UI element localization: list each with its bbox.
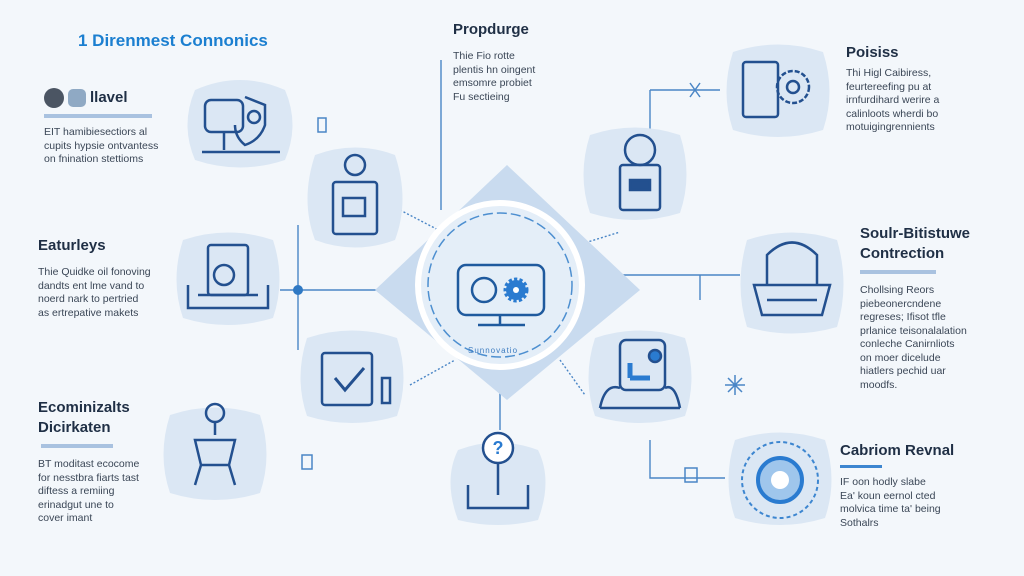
section-body: Thie Quidke oil fonoving dandts ent lme … bbox=[38, 266, 151, 319]
section-heading: Soulr-Bitistuwe Contrection bbox=[860, 225, 971, 262]
map-icon bbox=[68, 89, 86, 107]
center-ring-inner bbox=[427, 212, 573, 358]
section-center: Propdurge Thie Fio rotte plentis hn oing… bbox=[453, 20, 593, 104]
heading-underline bbox=[840, 465, 882, 468]
section-eaturleys: Eaturleys Thie Quidke oil fonoving dandt… bbox=[38, 236, 198, 320]
checklist-icon bbox=[300, 330, 404, 423]
section-heading: Cabriom Revnal bbox=[840, 442, 955, 459]
section-body: EIT hamibiesectiors al cupits hypsie ont… bbox=[44, 126, 159, 165]
section-poisiss: Poisiss Thi Higl Caibiress, feurtereefin… bbox=[846, 43, 1016, 135]
section-body: Thie Fio rotte plentis hn oingent emsomr… bbox=[453, 50, 536, 103]
finance-document-icon bbox=[176, 232, 280, 325]
section-heading: Eaturleys bbox=[38, 237, 106, 254]
section-llavel: llavel EIT hamibiesectiors al cupits hyp… bbox=[44, 88, 158, 167]
section-body: Thi Higl Caibiress, feurtereefing pu at … bbox=[846, 67, 940, 133]
heading-underline bbox=[41, 444, 113, 448]
section-heading: Ecominizalts Dicirkaten bbox=[38, 399, 130, 436]
junction-dot bbox=[293, 285, 303, 295]
section-body: Chollsing Reors piebeonercndene regreses… bbox=[860, 284, 967, 391]
monitor-gear-icon bbox=[456, 263, 546, 327]
global-network-icon bbox=[728, 432, 832, 525]
page-title: 1 Direnmest Connonics bbox=[78, 31, 268, 50]
heading-underline bbox=[44, 114, 152, 118]
snowflake-marker-icon bbox=[725, 375, 745, 395]
section-heading: Propdurge bbox=[453, 21, 529, 38]
ring-label: Sunnovatio bbox=[468, 346, 519, 355]
small-markers bbox=[301, 82, 701, 483]
section-heading: Poisiss bbox=[846, 44, 899, 61]
question-icon: ? bbox=[450, 431, 546, 525]
section-connection: Soulr-Bitistuwe Contrection Chollsing Re… bbox=[860, 224, 1020, 392]
center-ring bbox=[415, 200, 585, 370]
svg-text:?: ? bbox=[493, 438, 504, 458]
lamp-icon bbox=[163, 402, 267, 500]
heading-underline bbox=[860, 270, 936, 274]
monitor-shield-icon bbox=[187, 80, 293, 168]
connector-line bbox=[577, 231, 621, 246]
section-cabriom: Cabriom Revnal IF oon hodly slabe Ea' ko… bbox=[840, 441, 1020, 530]
section-body: BT moditast ecocome for nesstbra fiarts … bbox=[38, 458, 140, 524]
connector-line bbox=[559, 359, 586, 396]
connector-line bbox=[649, 440, 725, 479]
globe-icon bbox=[44, 88, 64, 108]
section-body: IF oon hodly slabe Ea' koun eernol cted … bbox=[840, 476, 941, 529]
section-ecominizalts: Ecominizalts Dicirkaten BT moditast ecoc… bbox=[38, 398, 198, 526]
lock-device-icon bbox=[583, 127, 687, 220]
chat-profile-icon bbox=[588, 330, 692, 423]
connector-line bbox=[409, 359, 456, 386]
section-heading: llavel bbox=[90, 89, 128, 106]
server-gear-icon bbox=[726, 44, 830, 137]
document-bulb-icon bbox=[307, 147, 403, 248]
user-laptop-icon bbox=[740, 232, 844, 334]
